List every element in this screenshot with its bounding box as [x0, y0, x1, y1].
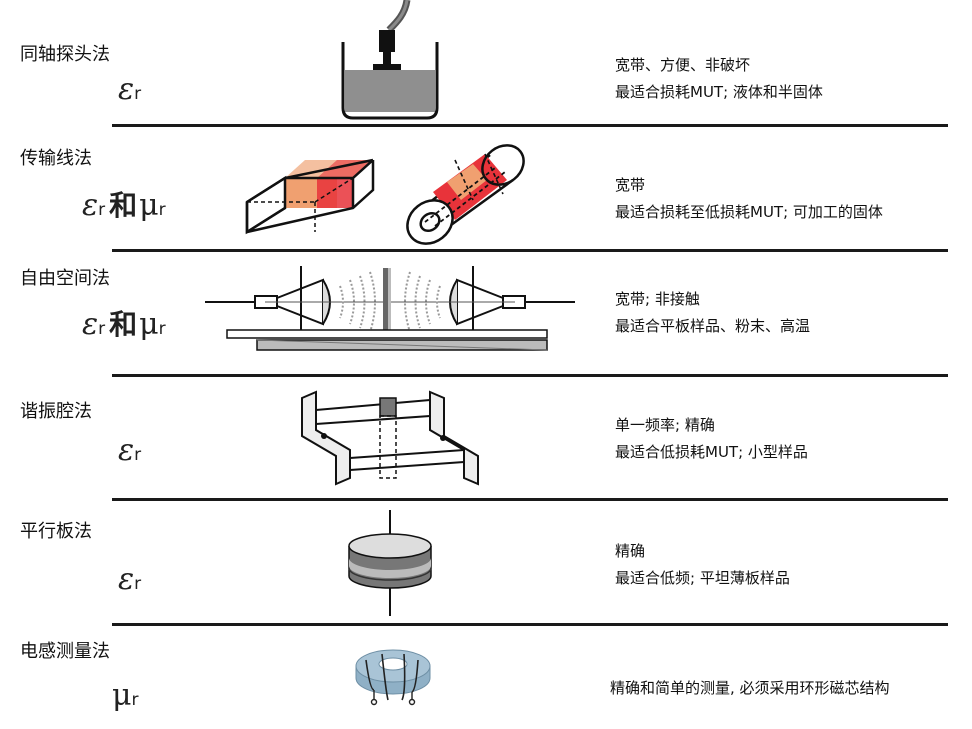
coaxial-line-icon	[406, 144, 525, 245]
method-title: 电感测量法	[20, 641, 110, 662]
row-divider	[112, 498, 948, 501]
row-divider	[112, 374, 948, 377]
method-parameter: εr	[118, 433, 142, 468]
row-divider	[112, 124, 948, 127]
method-description: 精确和简单的测量, 必须采用环形磁芯结构	[610, 679, 890, 697]
resonant-cavity-icon	[301, 390, 479, 486]
method-description: 宽带、方便、非破坏 最适合损耗MUT; 液体和半固体	[615, 56, 823, 101]
method-title: 自由空间法	[20, 268, 110, 289]
parallel-plate-icon	[348, 510, 432, 616]
free-space-antenna-icon	[205, 266, 575, 351]
method-title: 传输线法	[20, 148, 92, 169]
method-description: 宽带; 非接触 最适合平板样品、粉末、高温	[615, 290, 811, 335]
method-title: 平行板法	[20, 521, 92, 542]
coaxial-probe-icon	[341, 0, 439, 120]
method-description: 单一频率; 精确 最适合低损耗MUT; 小型样品	[615, 416, 808, 461]
method-title: 谐振腔法	[20, 401, 92, 422]
waveguide-icon	[245, 158, 375, 235]
method-description: 宽带 最适合损耗至低损耗MUT; 可加工的固体	[615, 176, 883, 221]
method-parameter: εr	[118, 562, 142, 597]
method-parameter: εr	[118, 72, 142, 107]
row-divider	[112, 623, 948, 626]
method-description: 精确 最适合低频; 平坦薄板样品	[615, 542, 790, 587]
row-divider	[112, 249, 948, 252]
toroid-core-icon	[355, 649, 431, 706]
method-title: 同轴探头法	[20, 44, 110, 65]
method-parameter: μr	[112, 678, 139, 713]
